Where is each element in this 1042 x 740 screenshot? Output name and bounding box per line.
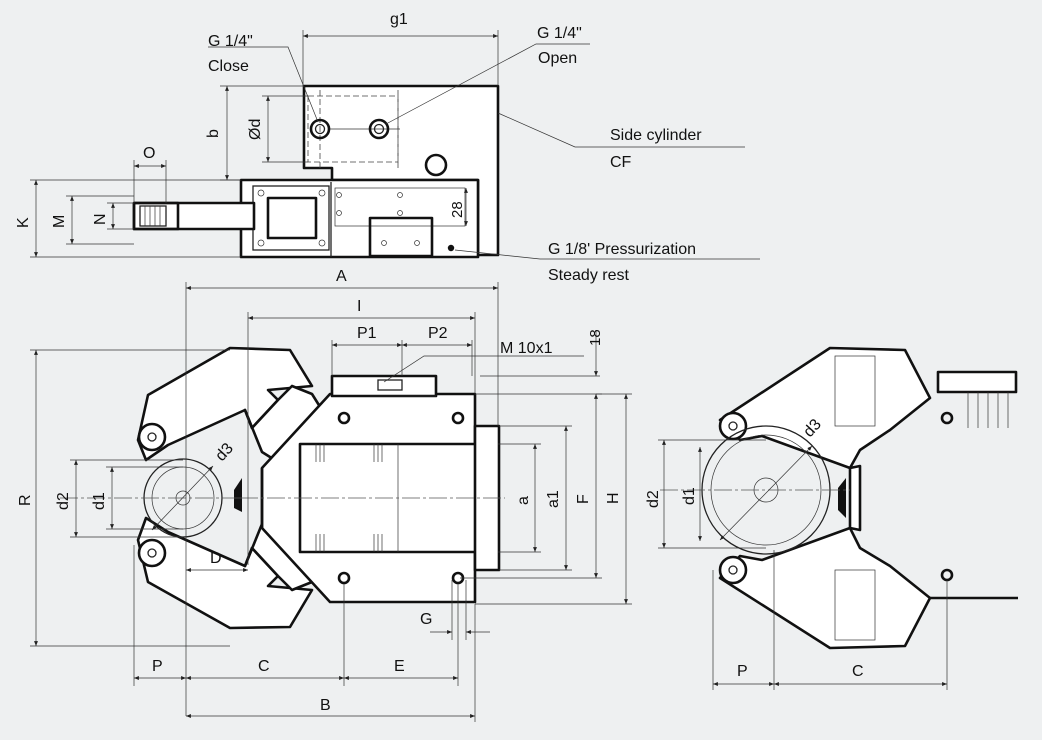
label-n: N <box>92 213 109 225</box>
label-18: 18 <box>587 329 604 346</box>
label-a: a <box>515 496 532 505</box>
label-right-d1: d1 <box>681 487 698 505</box>
label-open: Open <box>538 50 577 67</box>
label-open-port: G 1/4" <box>537 25 582 42</box>
label-d2: d2 <box>55 492 72 510</box>
label-od: Ød <box>247 119 264 140</box>
label-E: E <box>394 658 405 675</box>
front-view-left <box>30 282 632 722</box>
label-H: H <box>605 492 622 504</box>
label-P1: P1 <box>357 325 377 342</box>
label-R: R <box>17 494 34 506</box>
label-side-cylinder: Side cylinder <box>610 127 702 144</box>
label-o: O <box>143 145 155 162</box>
label-P2: P2 <box>428 325 448 342</box>
label-B: B <box>320 697 331 714</box>
label-m10x1: M 10x1 <box>500 340 553 357</box>
label-cf: CF <box>610 154 632 171</box>
label-right-C: C <box>852 663 864 680</box>
label-close-port: G 1/4" <box>208 33 253 50</box>
label-right-d2: d2 <box>645 490 662 508</box>
label-D: D <box>210 550 222 567</box>
label-P: P <box>152 658 163 675</box>
label-d3: d3 <box>212 440 237 465</box>
top-view <box>30 30 760 260</box>
label-pressurization: G 1/8' Pressurization <box>548 241 696 258</box>
label-g1: g1 <box>390 11 408 28</box>
label-right-P: P <box>737 663 748 680</box>
label-I: I <box>357 298 361 315</box>
label-a1: a1 <box>545 490 562 508</box>
label-A: A <box>336 268 347 285</box>
label-k: K <box>15 217 32 228</box>
label-d1: d1 <box>91 492 108 510</box>
label-C: C <box>258 658 270 675</box>
front-view-right <box>658 346 1018 690</box>
label-28: 28 <box>449 201 466 218</box>
label-steady-rest: Steady rest <box>548 267 629 284</box>
label-G: G <box>420 611 432 628</box>
label-b: b <box>205 129 222 138</box>
label-m: M <box>51 215 68 228</box>
label-close: Close <box>208 58 249 75</box>
label-F: F <box>575 494 592 504</box>
